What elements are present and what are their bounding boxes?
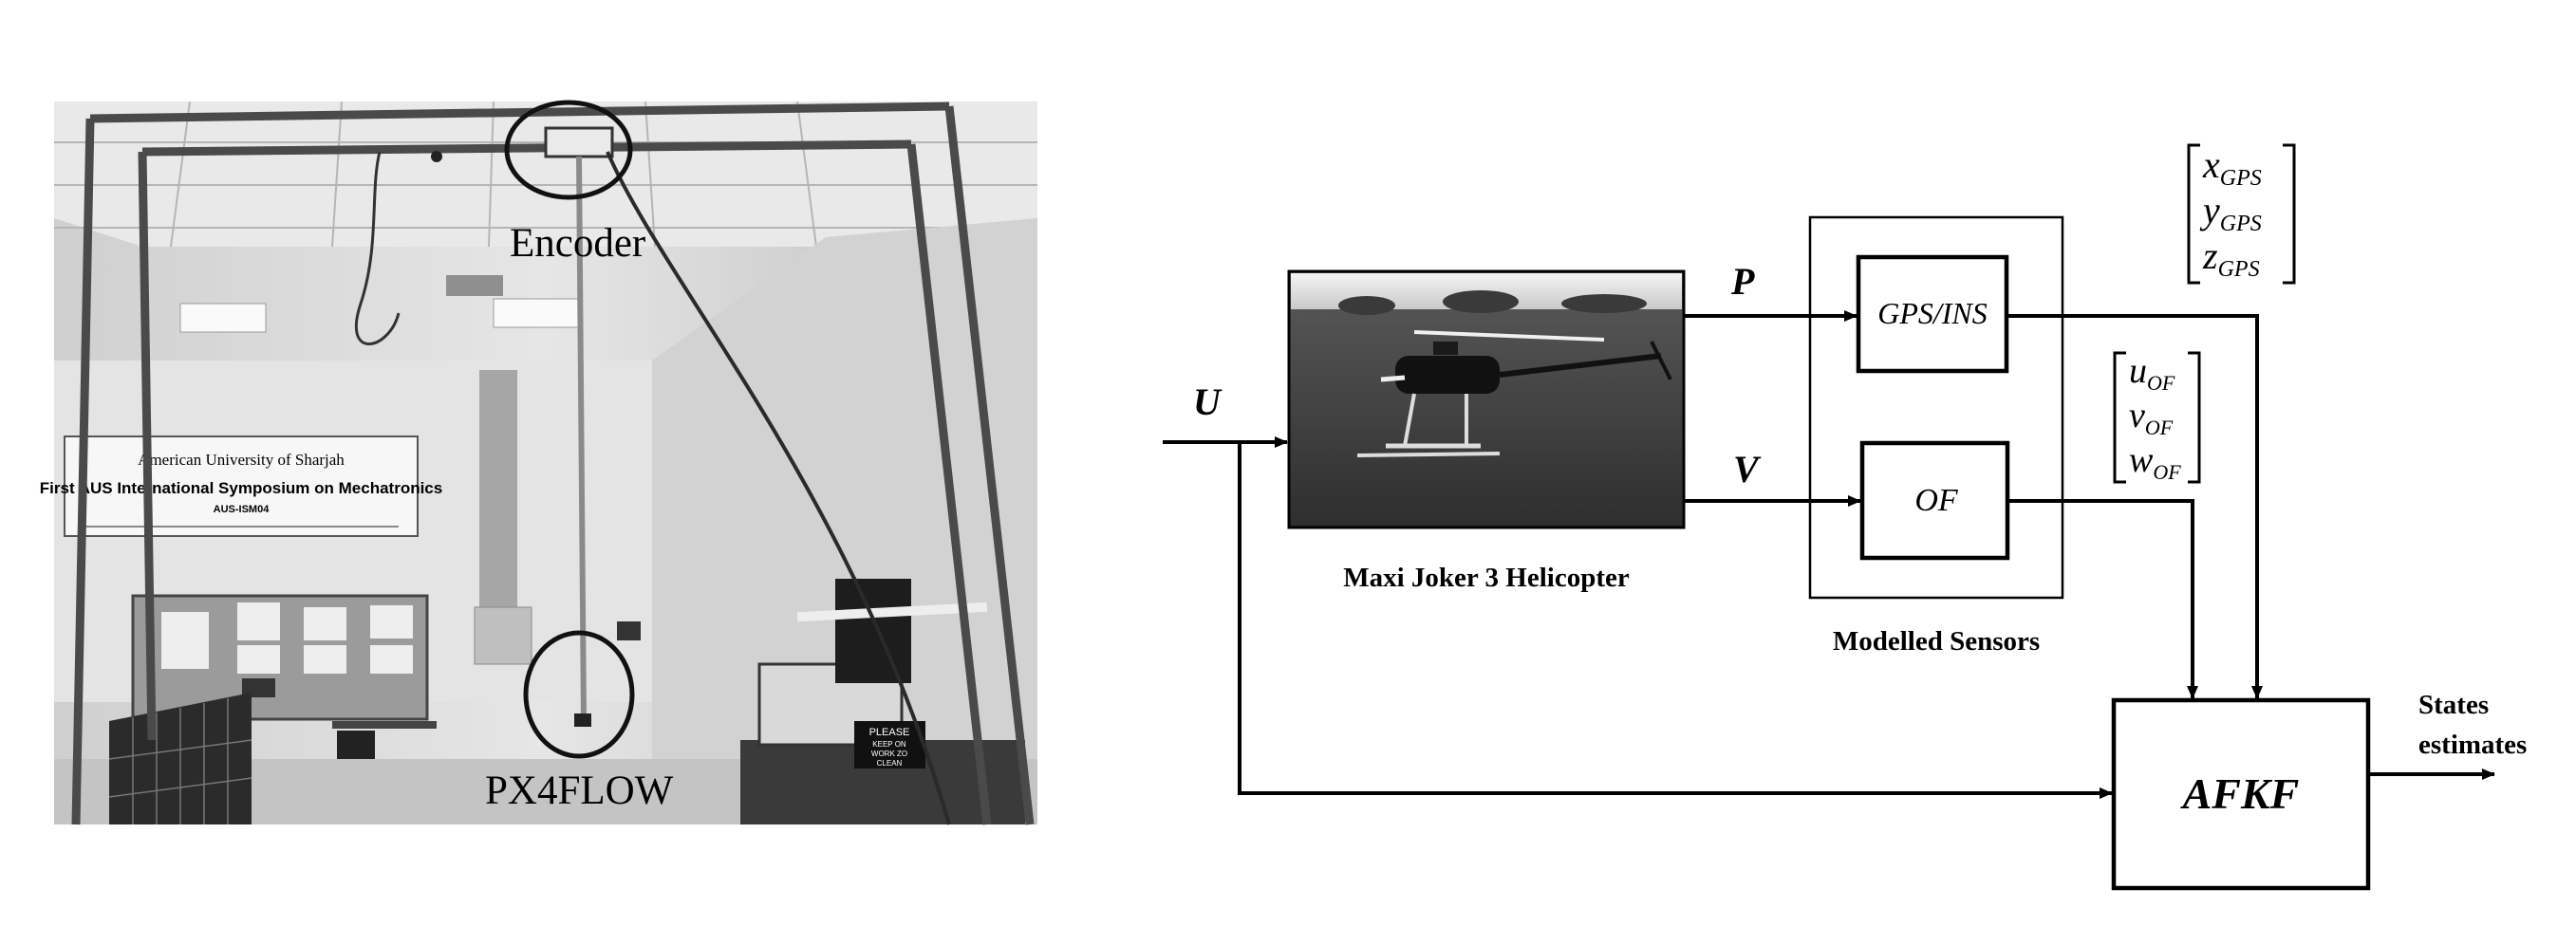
banner-line1: American University of Sharjah bbox=[138, 451, 345, 469]
of-to-afkf-arrow bbox=[2007, 499, 2198, 699]
encoder-highlight-ellipse bbox=[504, 100, 633, 200]
wall-sign bbox=[617, 621, 641, 640]
encoder-cable bbox=[606, 151, 951, 825]
px4flow-highlight-ellipse bbox=[523, 630, 635, 759]
banner-line3: AUS-ISM04 bbox=[214, 504, 271, 515]
of-label: OF bbox=[1914, 483, 1959, 518]
v-label: V bbox=[1733, 448, 1762, 491]
please-sign-line2: KEEP ON bbox=[872, 740, 906, 749]
of-state-vector: uOF vOF wOF bbox=[2113, 351, 2201, 484]
px4flow-sensor bbox=[574, 713, 591, 727]
input-u-label: U bbox=[1193, 380, 1223, 423]
bulletin-board bbox=[131, 594, 429, 721]
ceiling-light bbox=[493, 298, 580, 328]
please-sign-line3: WORK ZO bbox=[871, 750, 907, 758]
afkf-label: AFKF bbox=[2180, 769, 2300, 818]
output-label-line2: estimates bbox=[2418, 730, 2527, 760]
gps-state-vector: xGPS yGPS zGPS bbox=[2187, 143, 2296, 285]
of-vector-w: wOF bbox=[2129, 440, 2181, 484]
px4flow-label: PX4FLOW bbox=[485, 769, 674, 813]
gps-vector-y: yGPS bbox=[2199, 189, 2262, 236]
output-label-line1: States bbox=[2418, 690, 2489, 720]
please-sign-line4: CLEAN bbox=[877, 759, 903, 768]
modelled-sensors-box bbox=[1808, 215, 2064, 600]
block-diagram: Maxi Joker 3 Helicopter Modelled Sensors… bbox=[1163, 143, 2527, 891]
gps-vector-z: zGPS bbox=[2202, 234, 2260, 282]
encoder-label: Encoder bbox=[510, 221, 645, 266]
wall-pipe bbox=[479, 370, 517, 617]
gps-ins-label: GPS/INS bbox=[1877, 296, 1988, 330]
modelled-sensors-caption: Modelled Sensors bbox=[1833, 626, 2040, 657]
metal-frame bbox=[71, 102, 1035, 825]
please-sign-line1: PLEASE bbox=[869, 727, 910, 738]
table bbox=[332, 721, 437, 729]
gps-to-afkf-arrow bbox=[2007, 314, 2263, 699]
encoder-device bbox=[544, 126, 614, 158]
of-vector-v: vOF bbox=[2129, 396, 2174, 439]
solar-panel bbox=[108, 693, 252, 824]
tether-rod bbox=[576, 156, 587, 722]
banner-line2: First AUS International Symposium on Mec… bbox=[40, 479, 442, 497]
p-label: P bbox=[1730, 260, 1755, 303]
of-vector-u: uOF bbox=[2129, 351, 2175, 395]
afkf-block bbox=[2111, 697, 2371, 891]
hanging-cable bbox=[354, 151, 401, 345]
symposium-banner: American University of Sharjah First AUS… bbox=[40, 435, 442, 537]
air-vent bbox=[446, 275, 503, 296]
of-block bbox=[1859, 440, 2010, 561]
helicopter-caption: Maxi Joker 3 Helicopter bbox=[1343, 563, 1630, 593]
electrical-box bbox=[474, 606, 532, 665]
u-feedforward-arrow bbox=[1238, 442, 2113, 799]
gps-ins-block bbox=[1856, 254, 2009, 374]
ceiling-light bbox=[179, 303, 267, 333]
test-rig-photo: American University of Sharjah First AUS… bbox=[40, 100, 1037, 825]
gps-vector-x: xGPS bbox=[2202, 143, 2262, 191]
helicopter-photo bbox=[1287, 269, 1686, 529]
